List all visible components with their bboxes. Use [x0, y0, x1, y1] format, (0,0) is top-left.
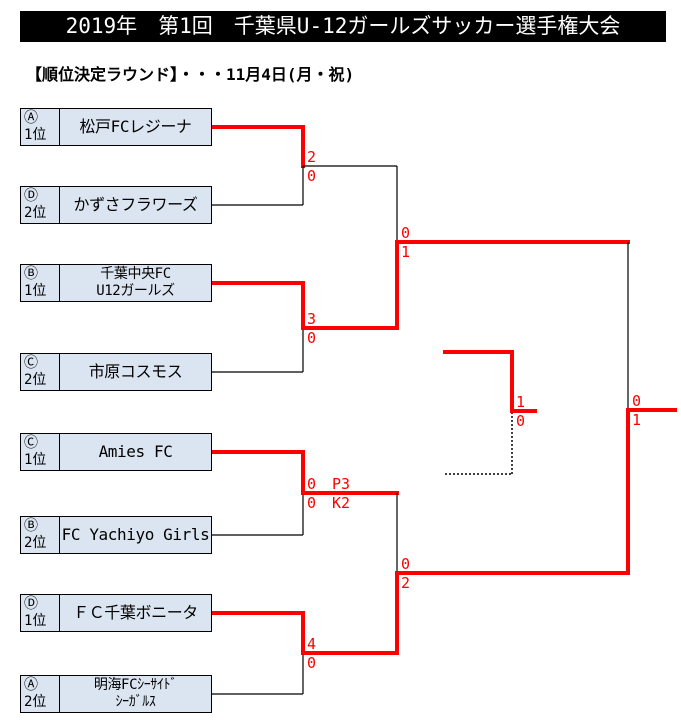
- team-name-box: 明海FCｼｰｻｲﾄﾞ ｼｰｶﾞﾙｽ: [60, 675, 212, 713]
- seed-rank: 1位: [24, 127, 47, 143]
- team-entry-7: Ⓓ 1位 ＦＣ千葉ボニータ: [20, 594, 212, 632]
- score-r1m3-bottom: 0: [307, 494, 316, 512]
- score-third-bottom: 0: [516, 412, 525, 430]
- score-r2m1-top: 0: [401, 224, 410, 242]
- team-name: Amies FC: [98, 442, 173, 461]
- score-r2m2-bottom: 2: [401, 574, 410, 592]
- team-entry-5: Ⓒ 1位 Amies FC: [20, 433, 212, 471]
- seed-rank: 1位: [24, 452, 47, 468]
- team-name-box: 松戸FCレジーナ: [60, 108, 212, 146]
- team-entry-3: Ⓑ 1位 千葉中央FC U12ガールズ: [20, 264, 212, 302]
- seed-group-letter: Ⓒ: [24, 355, 38, 371]
- team-name: ＦＣ千葉ボニータ: [73, 603, 198, 622]
- score-r1m3-top-pk: P3: [332, 475, 350, 493]
- team-entry-1: Ⓐ 1位 松戸FCレジーナ: [20, 108, 212, 146]
- seed-rank: 2位: [24, 694, 47, 710]
- score-r1m1-bottom: 0: [307, 167, 316, 185]
- seed-rank: 1位: [24, 613, 47, 629]
- score-r1m3-top: 0: [307, 475, 316, 493]
- seed-rank: 2位: [24, 535, 47, 551]
- tournament-title: 2019年 第1回 千葉県U-12ガールズサッカー選手権大会: [65, 14, 621, 38]
- seed-rank: 2位: [24, 205, 47, 221]
- seed-group-letter: Ⓑ: [24, 266, 38, 282]
- score-final-bottom: 1: [632, 411, 641, 429]
- team-name-box: 千葉中央FC U12ガールズ: [60, 264, 212, 302]
- seed-group-letter: Ⓒ: [24, 435, 38, 451]
- team-name: 市原コスモス: [88, 362, 183, 381]
- seed-group-letter: Ⓓ: [24, 188, 38, 204]
- seed-group-letter: Ⓓ: [24, 596, 38, 612]
- score-r1m4-bottom: 0: [307, 654, 316, 672]
- team-entry-8: Ⓐ 2位 明海FCｼｰｻｲﾄﾞ ｼｰｶﾞﾙｽ: [20, 675, 212, 713]
- team-name-line-1: 千葉中央FC: [100, 266, 171, 282]
- seed-rank: 1位: [24, 283, 47, 299]
- team-name-box: ＦＣ千葉ボニータ: [60, 594, 212, 632]
- team-name: FC Yachiyo Girls: [61, 525, 210, 544]
- seed-label: Ⓐ 2位: [20, 675, 60, 713]
- team-name-line-1: 明海FCｼｰｻｲﾄﾞ: [93, 677, 178, 693]
- score-final-top: 0: [632, 392, 641, 410]
- team-entry-2: Ⓓ 2位 かずさフラワーズ: [20, 186, 212, 224]
- team-name-box: FC Yachiyo Girls: [60, 516, 212, 554]
- seed-group-letter: Ⓐ: [24, 110, 38, 126]
- score-r1m2-top: 3: [307, 310, 316, 328]
- team-name-box: 市原コスモス: [60, 353, 212, 391]
- seed-group-letter: Ⓐ: [24, 677, 38, 693]
- tournament-title-banner: 2019年 第1回 千葉県U-12ガールズサッカー選手権大会: [20, 11, 666, 42]
- team-name: かずさフラワーズ: [73, 195, 198, 214]
- seed-label: Ⓒ 2位: [20, 353, 60, 391]
- team-entry-6: Ⓑ 2位 FC Yachiyo Girls: [20, 516, 212, 554]
- seed-label: Ⓒ 1位: [20, 433, 60, 471]
- score-third-top: 1: [516, 393, 525, 411]
- seed-label: Ⓓ 2位: [20, 186, 60, 224]
- team-name-box: かずさフラワーズ: [60, 186, 212, 224]
- score-r1m3-bottom-pk: K2: [332, 494, 350, 512]
- team-name-box: Amies FC: [60, 433, 212, 471]
- score-r1m1-top: 2: [307, 148, 316, 166]
- score-r1m2-bottom: 0: [307, 329, 316, 347]
- score-r2m1-bottom: 1: [401, 243, 410, 261]
- team-name-line-2: ｼｰｶﾞﾙｽ: [115, 694, 156, 710]
- seed-group-letter: Ⓑ: [24, 518, 38, 534]
- seed-label: Ⓐ 1位: [20, 108, 60, 146]
- seed-label: Ⓑ 2位: [20, 516, 60, 554]
- team-name: 松戸FCレジーナ: [79, 117, 192, 136]
- score-r1m4-top: 4: [307, 635, 316, 653]
- score-r2m2-top: 0: [401, 555, 410, 573]
- team-entry-4: Ⓒ 2位 市原コスモス: [20, 353, 212, 391]
- seed-label: Ⓑ 1位: [20, 264, 60, 302]
- team-name-line-2: U12ガールズ: [96, 283, 175, 299]
- seed-label: Ⓓ 1位: [20, 594, 60, 632]
- seed-rank: 2位: [24, 372, 47, 388]
- round-subtitle: 【順位決定ラウンド】・・・11月4日(月・祝): [26, 65, 355, 84]
